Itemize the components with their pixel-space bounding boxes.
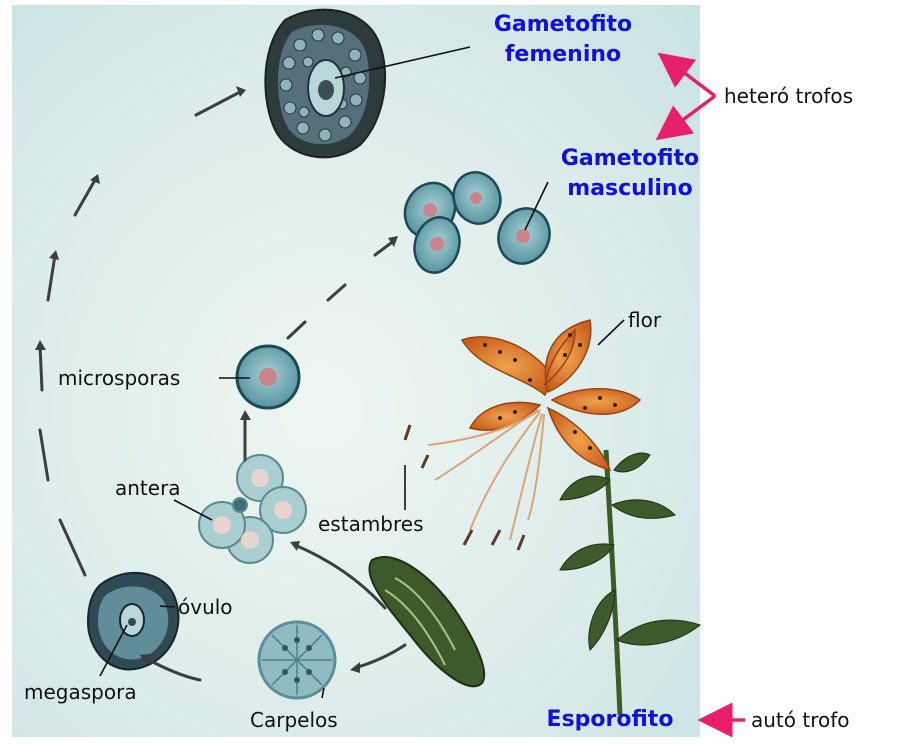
megaspore-label: megaspora xyxy=(24,680,137,704)
anther-label: antera xyxy=(115,476,181,500)
ovule-label: óvulo xyxy=(178,595,233,619)
female-gametophyte-title-line2: femenino xyxy=(458,40,668,70)
sporophyte-title: Esporofito xyxy=(520,705,700,735)
flower-label: flor xyxy=(628,308,661,332)
female-gametophyte-illustration xyxy=(265,10,385,158)
microspore-illustration xyxy=(237,346,299,408)
female-gametophyte-title-line1: Gametofito xyxy=(458,10,668,40)
carpels-label: Carpelos xyxy=(250,708,338,732)
carpels-illustration xyxy=(259,622,335,698)
male-gametophyte-title-line1: Gametofito xyxy=(525,144,735,174)
stamens-label: estambres xyxy=(318,512,424,536)
microspores-label: microsporas xyxy=(58,366,180,390)
heterotrophs-label: heteró trofos xyxy=(724,84,853,108)
autotroph-label: autó trofo xyxy=(751,708,850,732)
female-gametophyte-title: Gametofito femenino xyxy=(458,10,668,70)
male-gametophyte-title: Gametofito masculino xyxy=(525,144,735,204)
male-gametophyte-title-line2: masculino xyxy=(525,174,735,204)
